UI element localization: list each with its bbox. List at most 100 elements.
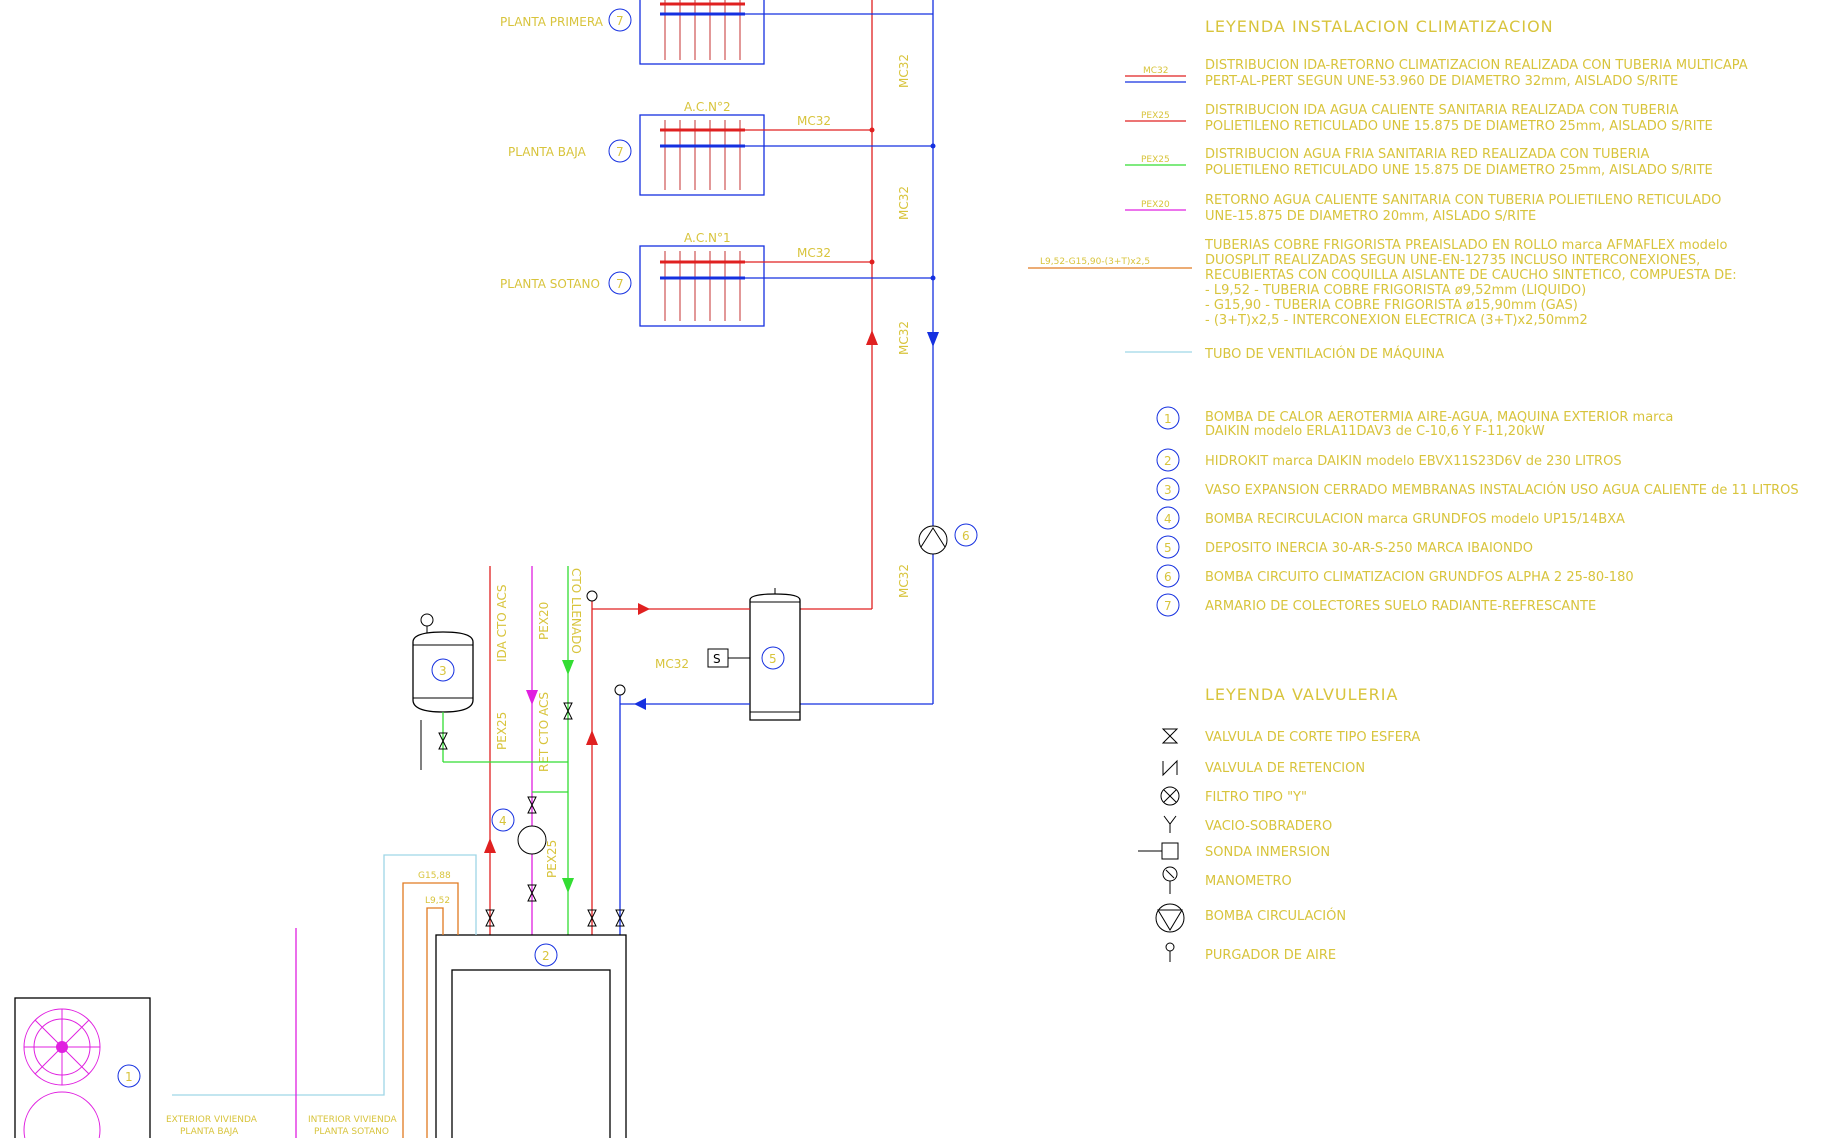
drain-icon <box>1163 815 1177 833</box>
legend-text: - G15,90 - TUBERIA COBRE FRIGORISTA ø15,… <box>1205 298 1578 313</box>
legend-item-refrigerant: L9,52-G15,90-(3+T)x2,5 TUBERIAS COBRE FR… <box>1028 238 1737 328</box>
equip-text: BOMBA DE CALOR AEROTERMIA AIRE-AGUA, MAQ… <box>1205 410 1673 425</box>
legend-tag-mc32: MC32 <box>1143 66 1169 76</box>
ball-valve-symbols <box>438 702 625 927</box>
equip-num: 3 <box>1164 483 1172 497</box>
floor-marker-primera: 7 <box>616 14 624 28</box>
legend-text: - (3+T)x2,5 - INTERCONEXION ELECTRICA (3… <box>1205 313 1588 328</box>
marker-2: 2 <box>542 949 550 963</box>
equip-text: DAIKIN modelo ERLA11DAV3 de C-10,6 Y F-1… <box>1205 424 1545 439</box>
valve-label: FILTRO TIPO "Y" <box>1205 790 1307 805</box>
marker-5: 5 <box>769 652 777 666</box>
valve-label: BOMBA CIRCULACIÓN <box>1205 908 1346 924</box>
marker-1: 1 <box>125 1070 133 1084</box>
equip-num: 6 <box>1164 570 1172 584</box>
pipe-label-sotano: MC32 <box>797 246 831 260</box>
floor-marker-baja: 7 <box>616 145 624 159</box>
return-riser <box>745 0 939 705</box>
legend-tag: PEX25 <box>1141 155 1170 165</box>
label-g15: G15,88 <box>418 871 451 881</box>
valve-label: PURGADOR DE AIRE <box>1205 948 1336 963</box>
manifold-cabinet-baja <box>639 114 765 196</box>
marker-4: 4 <box>499 814 507 828</box>
legend-text: TUBO DE VENTILACIÓN DE MÁQUINA <box>1204 346 1444 362</box>
equip-text: BOMBA CIRCUITO CLIMATIZACION GRUNDFOS AL… <box>1205 570 1634 585</box>
legend-text: POLIETILENO RETICULADO UNE 15.875 DE DIA… <box>1205 119 1713 134</box>
outdoor-unit-1: 1 <box>14 997 151 1138</box>
ball-valve-icon <box>1161 728 1179 744</box>
pressure-gauge-icon <box>1162 866 1178 894</box>
equipment-list: 1 BOMBA DE CALOR AEROTERMIA AIRE-AGUA, M… <box>1156 406 1799 617</box>
label-pex25-b: PEX25 <box>545 840 559 878</box>
valve-label: VACIO-SOBRADERO <box>1205 819 1332 834</box>
legend-tag: L9,52-G15,90-(3+T)x2,5 <box>1040 257 1150 267</box>
y-filter-icon <box>1160 786 1180 806</box>
riser-label-3: MC32 <box>897 321 911 355</box>
marker-6: 6 <box>962 529 970 543</box>
manifold-cabinet-sotano <box>639 245 765 327</box>
label-pex20: PEX20 <box>537 602 551 640</box>
cabinet-label-baja: A.C.N°2 <box>684 100 731 114</box>
equip-num: 7 <box>1164 599 1172 613</box>
air-vent-icon <box>1165 942 1175 962</box>
sensor-s: S <box>713 652 721 666</box>
legend-text: DISTRIBUCION IDA AGUA CALIENTE SANITARIA… <box>1205 103 1679 118</box>
riser-label-4: MC32 <box>897 564 911 598</box>
marker-3: 3 <box>439 664 447 678</box>
legend-text: PERT-AL-PERT SEGUN UNE-53.960 DE DIAMETR… <box>1205 74 1678 89</box>
inertia-tank-5: 5 S <box>707 588 801 721</box>
equip-num: 1 <box>1164 412 1172 426</box>
label-ret-cto-acs: RET CTO ACS <box>537 692 551 772</box>
legend-clima-title: LEYENDA INSTALACION CLIMATIZACION <box>1205 17 1554 36</box>
label-exterior-2: PLANTA BAJA <box>180 1127 239 1137</box>
equip-text: HIDROKIT marca DAIKIN modelo EBVX11S23D6… <box>1205 454 1622 469</box>
check-valve-icon <box>1162 759 1178 777</box>
floor-label-sotano: PLANTA SOTANO <box>500 277 600 291</box>
label-cto-llenado: CTO LLENADO <box>569 568 583 654</box>
legend-text: DISTRIBUCION IDA-RETORNO CLIMATIZACION R… <box>1205 58 1748 73</box>
equip-text: DEPOSITO INERCIA 30-AR-S-250 MARCA IBAIO… <box>1205 541 1533 556</box>
equip-num: 4 <box>1164 512 1172 526</box>
circulation-pump-6: 6 <box>918 523 978 555</box>
valve-label: MANOMETRO <box>1205 874 1292 889</box>
pipe-label-baja: MC32 <box>797 114 831 128</box>
legend-text: UNE-15.875 DE DIAMETRO 20mm, AISLADO S/R… <box>1205 209 1536 224</box>
riser-label-2: MC32 <box>897 186 911 220</box>
label-exterior-1: EXTERIOR VIVIENDA <box>166 1115 258 1125</box>
label-interior-2: PLANTA SOTANO <box>314 1127 389 1137</box>
legend-text: DISTRIBUCION AGUA FRIA SANITARIA RED REA… <box>1205 147 1649 162</box>
equip-text: ARMARIO DE COLECTORES SUELO RADIANTE-REF… <box>1205 599 1596 614</box>
legend-item-pex20: PEX20 RETORNO AGUA CALIENTE SANITARIA CO… <box>1125 193 1721 224</box>
recirculation-pump-4: 4 <box>491 808 547 855</box>
equip-num: 2 <box>1164 454 1172 468</box>
label-interior-1: INTERIOR VIVIENDA <box>308 1115 397 1125</box>
legend-text: TUBERIAS COBRE FRIGORISTA PREAISLADO EN … <box>1204 238 1728 253</box>
legend-text: RECUBIERTAS CON COQUILLA AISLANTE DE CAU… <box>1205 268 1737 283</box>
hidrokit-2: 2 <box>435 934 627 1138</box>
legend-tag: PEX25 <box>1141 111 1170 121</box>
legend-item-vent: TUBO DE VENTILACIÓN DE MÁQUINA <box>1125 346 1444 362</box>
floor-label-primera: PLANTA PRIMERA <box>500 15 604 29</box>
legend-tag: PEX20 <box>1141 200 1170 210</box>
tank-pipe-label: MC32 <box>655 657 689 671</box>
manifold-cabinet-primera <box>639 0 765 65</box>
valve-label: VALVULA DE RETENCION <box>1205 761 1365 776</box>
expansion-vessel-3: 3 <box>412 613 474 762</box>
label-ida-cto-acs: IDA CTO ACS <box>495 584 509 662</box>
circulation-pump-icon <box>1155 903 1185 933</box>
legend-item-mc32: MC32 DISTRIBUCION IDA-RETORNO CLIMATIZAC… <box>1125 58 1748 89</box>
floor-marker-sotano: 7 <box>616 277 624 291</box>
valve-label: SONDA INMERSION <box>1205 845 1330 860</box>
floor-label-baja: PLANTA BAJA <box>508 145 587 159</box>
label-pex25-a: PEX25 <box>495 712 509 750</box>
legend-text: - L9,52 - TUBERIA COBRE FRIGORISTA ø9,52… <box>1205 283 1586 298</box>
supply-riser <box>745 0 878 610</box>
immersion-probe-icon <box>1138 842 1179 860</box>
equip-text: BOMBA RECIRCULACION marca GRUNDFOS model… <box>1205 512 1625 527</box>
cabinet-label-sotano: A.C.N°1 <box>684 231 731 245</box>
legend-item-pex25-hot: PEX25 DISTRIBUCION IDA AGUA CALIENTE SAN… <box>1125 103 1713 134</box>
legend-text: DUOSPLIT REALIZADAS SEGUN UNE-EN-12735 I… <box>1205 253 1700 268</box>
legend-text: RETORNO AGUA CALIENTE SANITARIA CON TUBE… <box>1205 193 1721 208</box>
legend-text: POLIETILENO RETICULADO UNE 15.875 DE DIA… <box>1205 163 1713 178</box>
